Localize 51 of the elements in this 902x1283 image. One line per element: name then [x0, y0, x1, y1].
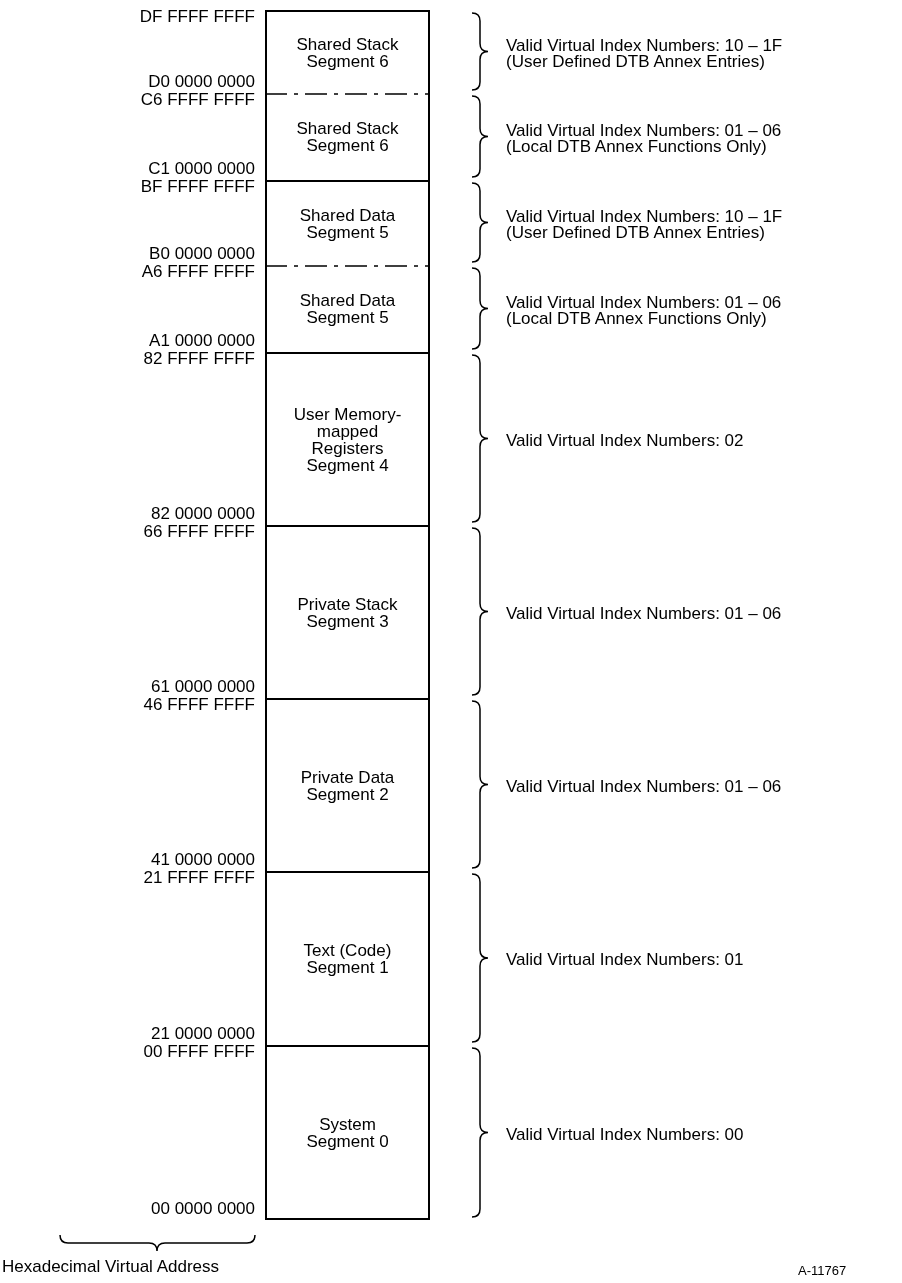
address-label: 41 0000 0000 [151, 851, 255, 868]
index-range-text: Valid Virtual Index Numbers: 01 – 06 [506, 294, 782, 311]
address-label: 61 0000 0000 [151, 678, 255, 695]
address-label: 21 FFFF FFFF [143, 869, 255, 886]
index-range-text: Valid Virtual Index Numbers: 01 – 06 [506, 605, 782, 622]
segment-label: Text (Code) Segment 1 [302, 942, 393, 976]
segment-label: Private Data Segment 2 [299, 768, 396, 803]
index-range-text: Valid Virtual Index Numbers: 10 – 1F [506, 37, 783, 54]
index-range-text: Valid Virtual Index Numbers: 02 [506, 432, 744, 449]
address-label: 00 FFFF FFFF [143, 1043, 255, 1060]
memory-segment-box [265, 1045, 430, 1220]
memory-segment-box [265, 265, 430, 352]
memory-segment-box [265, 93, 430, 180]
segment-label: System Segment 0 [305, 1115, 390, 1150]
address-label: 66 FFFF FFFF [143, 523, 255, 540]
index-range-text: Valid Virtual Index Numbers: 10 – 1F [506, 208, 783, 225]
figure-id: A-11767 [798, 1262, 847, 1279]
segment-label: Shared Stack Segment 6 [295, 119, 400, 154]
index-range-text: (Local DTB Annex Functions Only) [506, 310, 768, 327]
axis-caption: Hexadecimal Virtual Address [2, 1258, 219, 1275]
memory-segment-box [265, 352, 430, 525]
address-label: A1 0000 0000 [149, 332, 255, 349]
address-label: DF FFFF FFFF [139, 8, 255, 25]
address-label: 46 FFFF FFFF [143, 696, 255, 713]
memory-segment-box [265, 525, 430, 698]
address-label: 00 0000 0000 [151, 1200, 255, 1217]
segment-label: Shared Data Segment 5 [298, 291, 397, 326]
segment-label: Shared Data Segment 5 [298, 206, 397, 241]
memory-segment-box [265, 10, 430, 93]
index-range-text: Valid Virtual Index Numbers: 01 – 06 [506, 778, 782, 795]
address-label: 21 0000 0000 [151, 1025, 255, 1042]
address-label: A6 FFFF FFFF [141, 263, 255, 280]
address-label: BF FFFF FFFF [140, 178, 255, 195]
address-label: C1 0000 0000 [148, 160, 255, 177]
index-range-text: (User Defined DTB Annex Entries) [506, 53, 766, 70]
address-label: B0 0000 0000 [149, 245, 255, 262]
index-range-text: Valid Virtual Index Numbers: 01 – 06 [506, 122, 782, 139]
index-range-text: (User Defined DTB Annex Entries) [506, 224, 766, 241]
memory-segment-box [265, 871, 430, 1045]
segment-label: User Memory-mapped Registers Segment 4 [292, 405, 403, 474]
memory-segment-box [265, 698, 430, 871]
index-range-text: Valid Virtual Index Numbers: 01 [506, 952, 744, 968]
address-label: D0 0000 0000 [148, 73, 255, 90]
segment-label: Shared Stack Segment 6 [295, 35, 400, 70]
memory-segment-box [265, 180, 430, 265]
address-label: 82 FFFF FFFF [143, 350, 255, 367]
address-label: 82 0000 0000 [151, 505, 255, 522]
address-label: C6 FFFF FFFF [140, 91, 255, 108]
index-range-text: Valid Virtual Index Numbers: 00 [506, 1126, 744, 1143]
segment-label: Private Stack Segment 3 [296, 595, 399, 630]
index-range-text: (Local DTB Annex Functions Only) [506, 138, 768, 155]
